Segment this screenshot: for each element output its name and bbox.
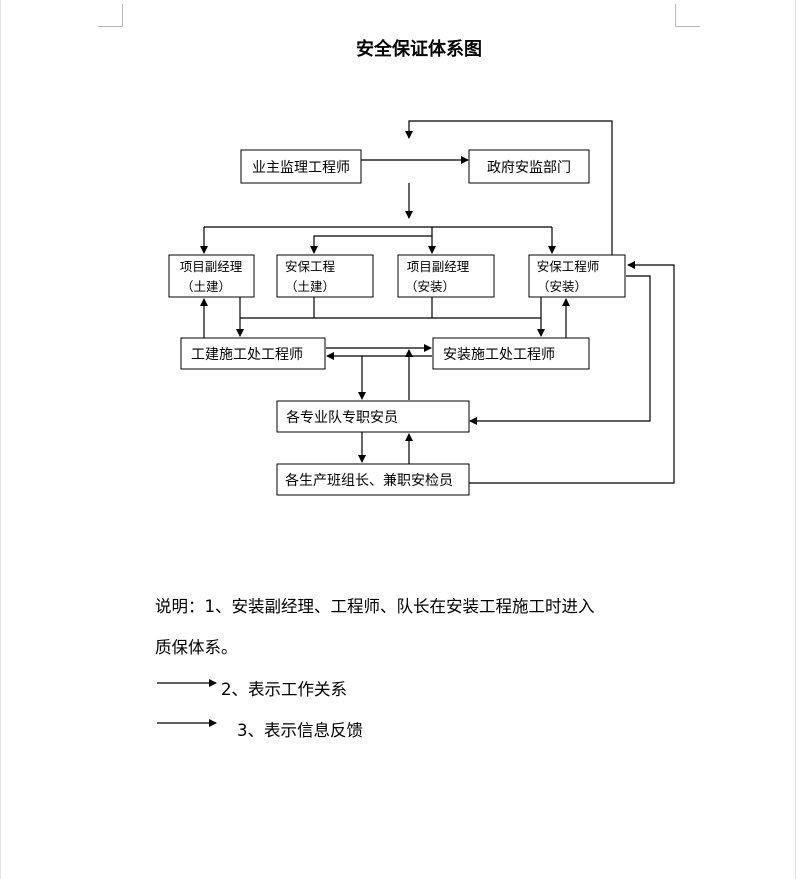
node-team-safety-officers-label: 各专业队专职安员: [286, 410, 398, 426]
feedback-line-top: [405, 120, 613, 255]
node-install-section-engineer-label: 安装施工处工程师: [443, 347, 555, 363]
node-group-leaders-label: 各生产班组长、兼职安检员: [285, 473, 453, 489]
node-group-leaders: 各生产班组长、兼职安检员: [276, 463, 470, 496]
connector-lines: [200, 120, 675, 484]
page-left-edge: [0, 0, 1, 879]
node-safety-eng-civil-line1: 安保工程: [285, 259, 336, 274]
node-safety-eng-civil: 安保工程 （土建）: [276, 254, 374, 298]
node-deputy-pm-install-line1: 项目副经理: [407, 259, 470, 274]
feedback-line-inner: [469, 275, 651, 425]
note-line-1: 说明：1、安装副经理、工程师、队长在安装工程施工时进入: [155, 597, 595, 616]
node-install-section-engineer: 安装施工处工程师: [432, 337, 590, 370]
node-safety-eng-civil-line2: （土建）: [285, 279, 335, 294]
feedback-line-outer: [469, 261, 675, 484]
crop-mark-right: [675, 4, 700, 27]
node-owner-supervisor-label: 业主监理工程师: [252, 160, 350, 176]
node-deputy-pm-install: 项目副经理 （安装）: [397, 254, 495, 298]
node-deputy-pm-civil-line1: 项目副经理: [180, 259, 243, 274]
page-title: 安全保证体系图: [356, 39, 482, 60]
legend-arrows: [157, 679, 217, 727]
node-safety-eng-install-line2: （安装）: [537, 279, 587, 294]
legend-work-label: 2、表示工作关系: [221, 680, 347, 699]
node-government-safety-label: 政府安监部门: [487, 160, 571, 176]
node-civil-section-engineer-label: 工建施工处工程师: [191, 347, 303, 363]
diagram-nodes: 业主监理工程师 政府安监部门 项目副经理 （土建） 安保工程 （土建） 项目副经…: [168, 149, 626, 496]
node-safety-eng-install-line1: 安保工程师: [537, 259, 600, 274]
node-deputy-pm-install-line2: （安装）: [405, 279, 455, 294]
node-deputy-pm-civil-line2: （土建）: [181, 279, 231, 294]
drop-safety-civil: [310, 227, 433, 254]
note-line-2: 质保体系。: [155, 638, 238, 657]
crop-mark-left: [98, 4, 123, 27]
legend-feedback-label: 3、表示信息反馈: [237, 721, 363, 740]
node-owner-supervisor: 业主监理工程师: [240, 149, 362, 184]
node-deputy-pm-civil: 项目副经理 （土建）: [168, 254, 255, 298]
node-civil-section-engineer: 工建施工处工程师: [180, 337, 326, 370]
node-government-safety: 政府安监部门: [468, 149, 590, 184]
node-team-safety-officers: 各专业队专职安员: [276, 400, 470, 433]
node-safety-eng-install: 安保工程师 （安装）: [528, 254, 626, 298]
